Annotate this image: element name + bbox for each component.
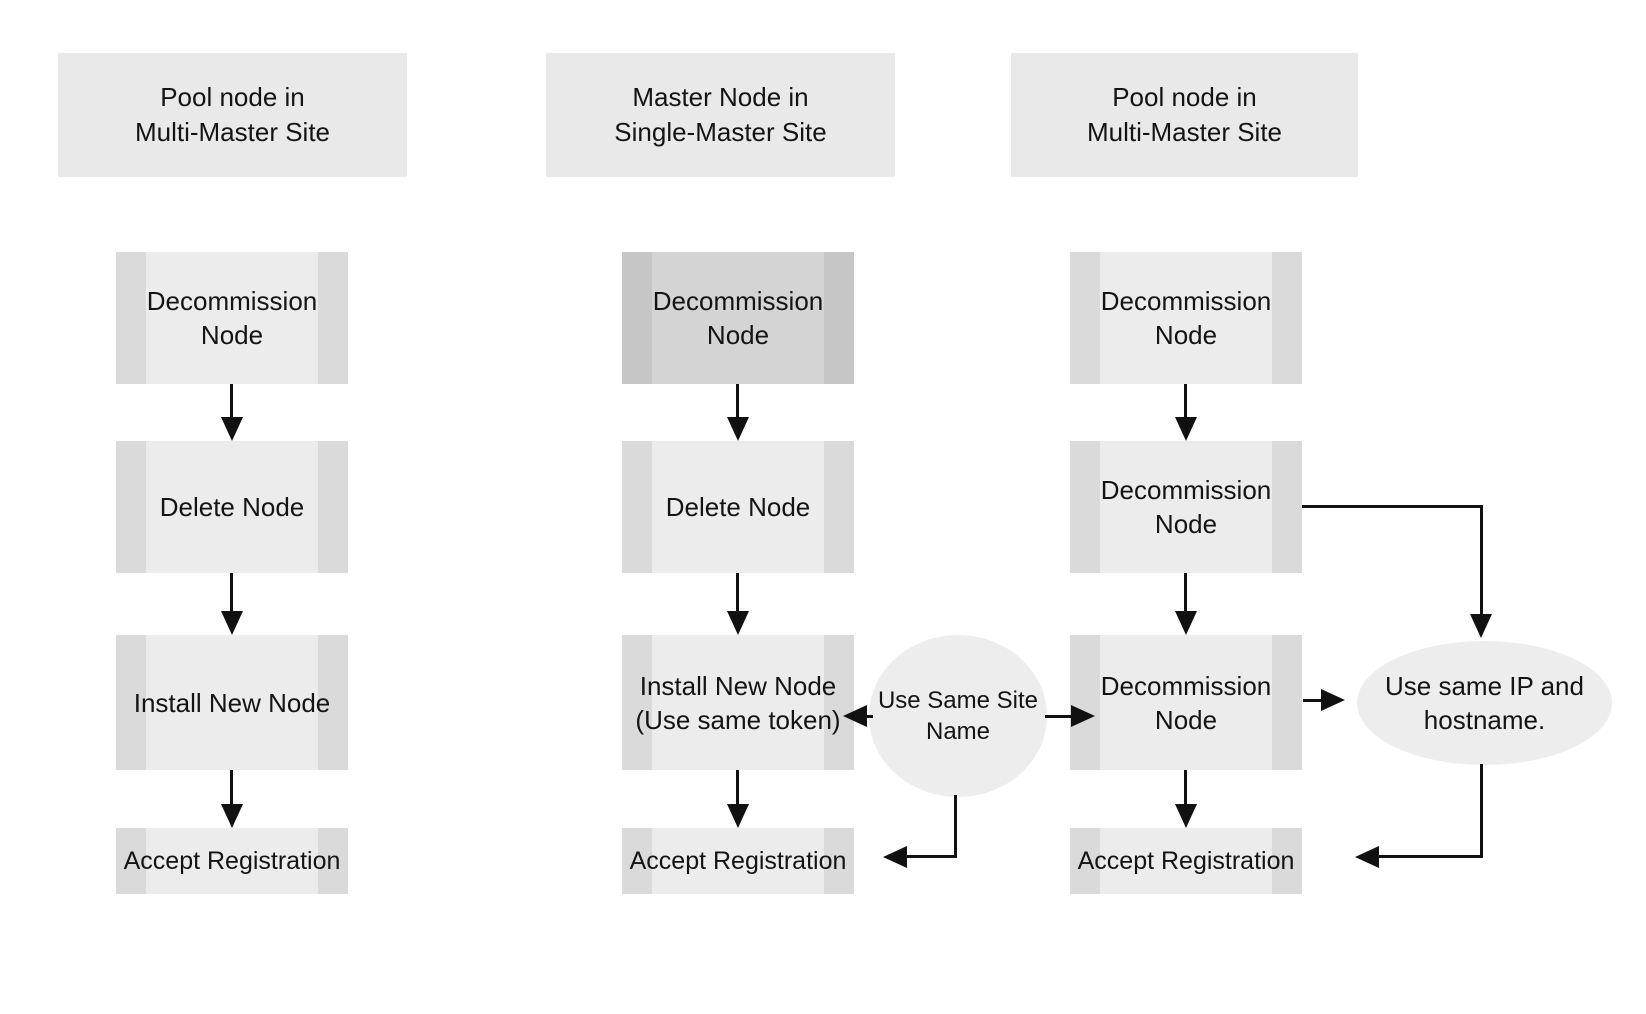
- step-label: Delete Node: [159, 492, 305, 522]
- connector-line: [1377, 855, 1482, 858]
- step-delete-node-col2: Delete Node: [622, 441, 854, 573]
- step-accept-registration-col2: Accept Registration: [622, 828, 854, 894]
- connector-line: [736, 573, 739, 612]
- step-label: Install New Node (Use same token): [635, 670, 841, 735]
- step-decommission-node-col1: Decommission Node: [116, 252, 348, 384]
- left-arrowhead: [843, 705, 867, 727]
- callout-use-same-site-name: Use Same Site Name: [869, 635, 1047, 797]
- down-arrowhead: [1175, 611, 1197, 635]
- step-accept-registration-col1: Accept Registration: [116, 828, 348, 894]
- step-label: Decommission Node: [1100, 475, 1272, 539]
- connector-line: [1480, 505, 1483, 615]
- down-arrowhead: [221, 417, 243, 441]
- down-arrowhead: [1470, 614, 1492, 638]
- connector-line: [230, 384, 233, 418]
- step-label: Decommission Node: [1100, 286, 1272, 350]
- connector-line: [1302, 505, 1483, 508]
- connector-line: [736, 384, 739, 418]
- right-arrowhead: [1071, 705, 1095, 727]
- step-label: Accept Registration: [1077, 847, 1295, 875]
- connector-line: [1303, 699, 1325, 702]
- right-arrowhead: [1321, 689, 1345, 711]
- step-label: Delete Node: [665, 492, 811, 522]
- down-arrowhead: [727, 611, 749, 635]
- step-install-new-node-same-token-col2: Install New Node (Use same token): [622, 635, 854, 770]
- step-label: Accept Registration: [629, 847, 847, 875]
- step-label: Decommission Node: [146, 286, 318, 350]
- connector-line: [736, 770, 739, 805]
- header-pool-node-multi-master-left: Pool node in Multi-Master Site: [58, 53, 407, 177]
- step-label: Accept Registration: [123, 847, 341, 875]
- connector-line: [905, 855, 957, 858]
- down-arrowhead: [727, 417, 749, 441]
- step-label: Decommission Node: [652, 286, 824, 350]
- step-decommission-node-3-col3: Decommission Node: [1070, 635, 1302, 770]
- callout-label: Use same IP and hostname.: [1385, 671, 1584, 735]
- connector-line: [1184, 770, 1187, 805]
- connector-line: [863, 715, 873, 718]
- connector-line: [230, 770, 233, 805]
- step-install-new-node-col1: Install New Node: [116, 635, 348, 770]
- left-arrowhead: [883, 846, 907, 868]
- step-decommission-node-2-col3: Decommission Node: [1070, 441, 1302, 573]
- step-label: Decommission Node: [1100, 670, 1272, 735]
- connector-line: [1045, 715, 1075, 718]
- connector-line: [1480, 764, 1483, 858]
- step-decommission-node-col2: Decommission Node: [622, 252, 854, 384]
- step-decommission-node-1-col3: Decommission Node: [1070, 252, 1302, 384]
- connector-line: [954, 795, 957, 858]
- down-arrowhead: [1175, 417, 1197, 441]
- down-arrowhead: [727, 804, 749, 828]
- connector-line: [230, 573, 233, 612]
- header-pool-node-multi-master-right: Pool node in Multi-Master Site: [1011, 53, 1358, 177]
- down-arrowhead: [1175, 804, 1197, 828]
- connector-line: [1184, 384, 1187, 418]
- step-delete-node-col1: Delete Node: [116, 441, 348, 573]
- header-master-node-single-master: Master Node in Single-Master Site: [546, 53, 895, 177]
- callout-use-same-ip-hostname: Use same IP and hostname.: [1357, 641, 1612, 765]
- down-arrowhead: [221, 611, 243, 635]
- step-label: Install New Node: [133, 687, 331, 718]
- down-arrowhead: [221, 804, 243, 828]
- step-accept-registration-col3: Accept Registration: [1070, 828, 1302, 894]
- callout-label: Use Same Site Name: [877, 687, 1039, 745]
- connector-line: [1184, 573, 1187, 612]
- left-arrowhead: [1355, 846, 1379, 868]
